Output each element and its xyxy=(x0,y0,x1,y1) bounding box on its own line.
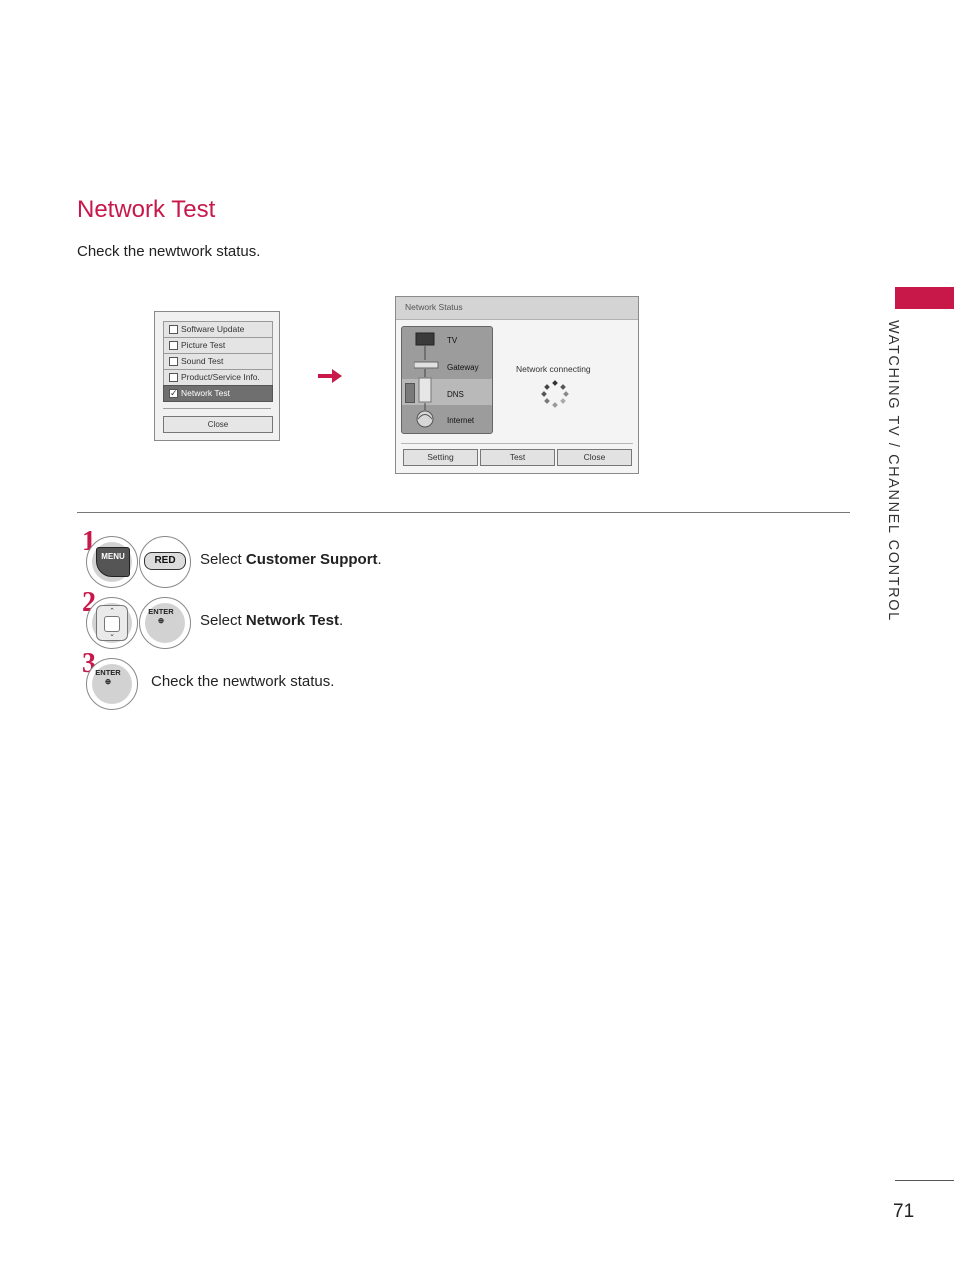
setting-button[interactable]: Setting xyxy=(403,449,478,466)
menu-item-sound-test[interactable]: Sound Test xyxy=(163,353,273,370)
menu-item-product-info[interactable]: Product/Service Info. xyxy=(163,369,273,386)
enter-button-illustration: ENTER⊕ xyxy=(86,658,138,710)
checkbox-icon xyxy=(169,325,178,334)
network-status-dialog: Network Status TV Gateway DNS Internet N… xyxy=(395,296,639,474)
dialog-header: Network Status xyxy=(396,297,638,320)
step-instruction: Select Customer Support. xyxy=(200,551,382,568)
step-instruction: Check the newtwork status. xyxy=(151,673,335,690)
node-dns-label: DNS xyxy=(447,390,464,399)
test-button[interactable]: Test xyxy=(480,449,555,466)
enter-key-icon: ENTER⊕ xyxy=(148,607,174,625)
step-instruction: Select Network Test. xyxy=(200,612,344,629)
loading-spinner-icon xyxy=(541,380,569,408)
checkbox-icon xyxy=(169,341,178,350)
node-tv-label: TV xyxy=(447,336,458,345)
status-text: Network connecting xyxy=(516,364,591,374)
divider xyxy=(163,408,271,409)
node-gateway-label: Gateway xyxy=(447,363,479,372)
navigation-button-illustration: ⌃ ⌄ xyxy=(86,597,138,649)
network-nodes-icon xyxy=(414,332,439,428)
red-key-icon: RED xyxy=(144,552,186,570)
checkbox-icon xyxy=(169,357,178,366)
network-diagram: TV Gateway DNS Internet xyxy=(401,326,493,434)
intro-text: Check the newtwork status. xyxy=(77,243,261,260)
menu-key-icon: MENU xyxy=(96,547,130,577)
menu-item-network-test[interactable]: Network Test xyxy=(163,385,273,402)
chevron-up-icon: ⌃ xyxy=(109,608,115,615)
navigation-pad-icon: ⌃ ⌄ xyxy=(96,605,128,641)
arrow-right-icon xyxy=(318,369,342,383)
page-number: 71 xyxy=(893,1201,915,1222)
red-button-illustration: RED xyxy=(139,536,191,588)
menu-item-software-update[interactable]: Software Update xyxy=(163,321,273,338)
node-internet-label: Internet xyxy=(447,416,475,425)
chevron-down-icon: ⌄ xyxy=(109,631,115,638)
checkbox-checked-icon xyxy=(169,386,178,401)
dns-row-highlight xyxy=(402,379,492,405)
page-title: Network Test xyxy=(77,196,216,223)
enter-button-illustration: ENTER⊕ xyxy=(139,597,191,649)
section-tab xyxy=(895,287,954,309)
dialog-title: Network Status xyxy=(405,302,463,312)
menu-item-picture-test[interactable]: Picture Test xyxy=(163,337,273,354)
menu-close-button[interactable]: Close xyxy=(163,416,273,433)
enter-key-icon: ENTER⊕ xyxy=(95,668,121,686)
section-divider xyxy=(77,512,850,513)
section-label: WATCHING TV / CHANNEL CONTROL xyxy=(885,320,901,622)
checkbox-icon xyxy=(169,373,178,382)
fail-tag xyxy=(405,383,415,403)
customer-support-menu: Software Update Picture Test Sound Test … xyxy=(154,311,280,441)
menu-button-illustration: MENU xyxy=(86,536,138,588)
divider xyxy=(401,443,633,444)
footer-rule xyxy=(895,1180,954,1181)
close-button[interactable]: Close xyxy=(557,449,632,466)
